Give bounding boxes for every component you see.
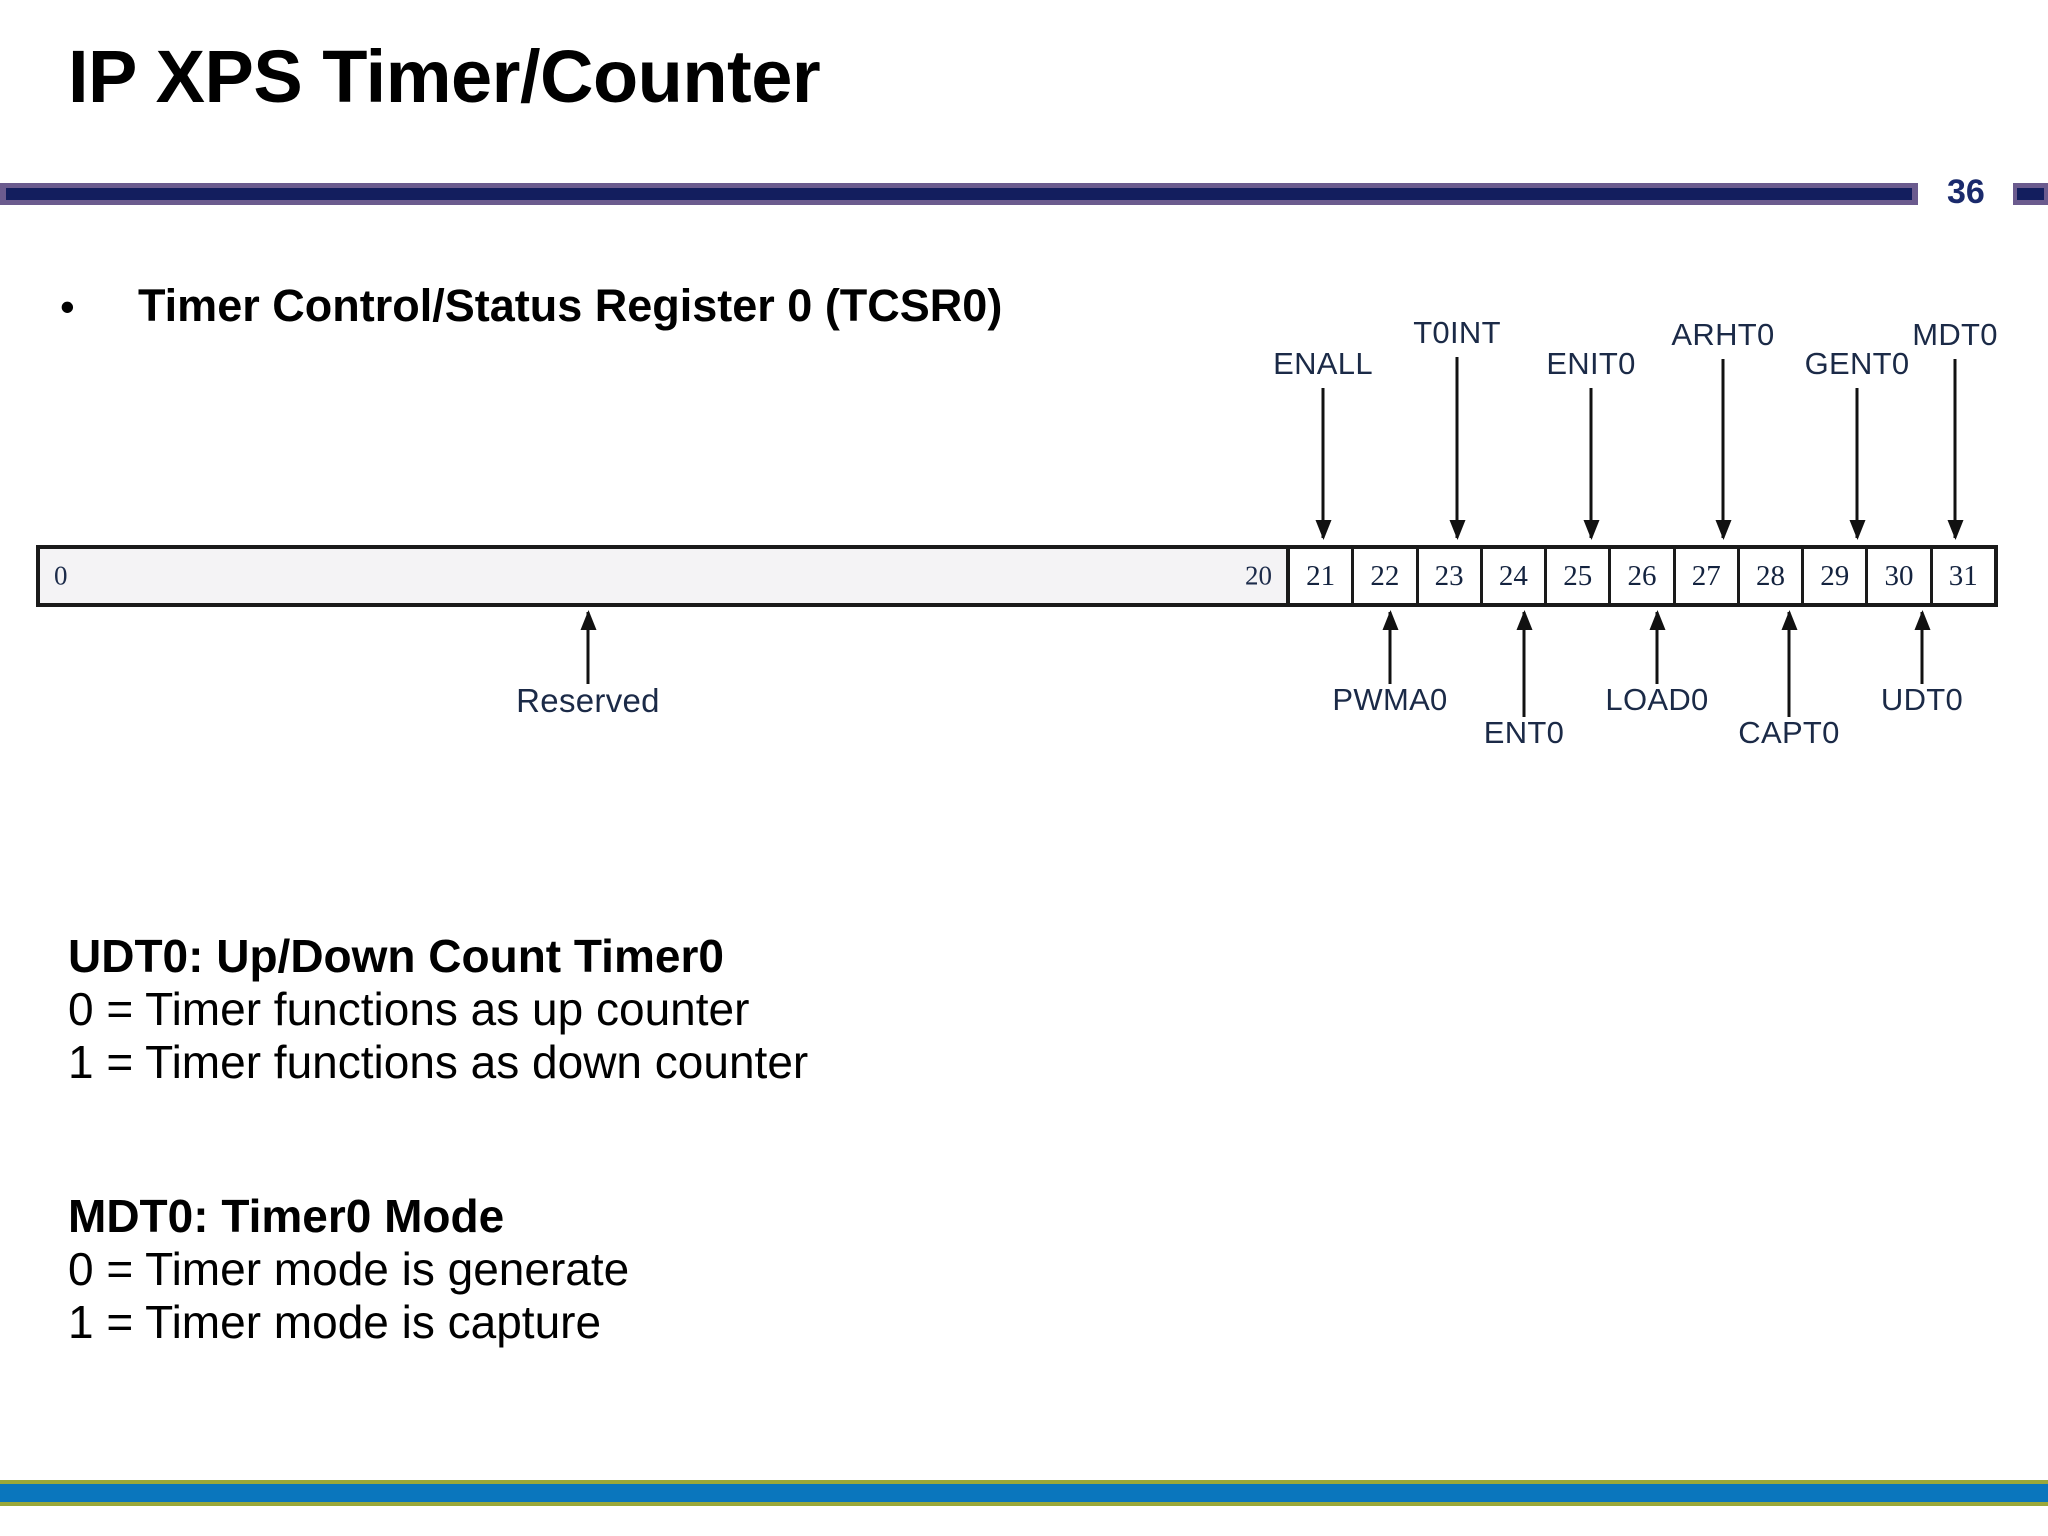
reserved-start-bit: 0	[54, 560, 68, 591]
bitfield-top-arrow-mdt0	[1953, 359, 1957, 538]
header-divider-inner	[6, 188, 1912, 200]
description-line: 0 = Timer mode is generate	[68, 1242, 630, 1295]
bitfield-top-arrow-enit0	[1589, 388, 1593, 538]
register-bit-cell: 31	[1932, 549, 1994, 603]
register-bit-cell: 23	[1418, 549, 1483, 603]
description-block-udt0: UDT0: Up/Down Count Timer0 0 = Timer fun…	[68, 930, 808, 1089]
description-line: 0 = Timer functions as up counter	[68, 982, 750, 1035]
register-reserved-field: 0 20	[40, 549, 1290, 603]
register-bit-cell: 22	[1354, 549, 1419, 603]
bitfield-top-label-enall: ENALL	[1273, 346, 1373, 381]
bitfield-top-arrow-arht0	[1721, 359, 1725, 538]
bitfield-bottom-arrow-ent0	[1522, 612, 1526, 717]
bitfield-bottom-arrow-pwma0	[1388, 612, 1392, 684]
bitfield-top-label-arht0: ARHT0	[1671, 317, 1775, 352]
reserved-end-bit: 20	[1245, 560, 1272, 591]
page-number-tick-inner	[2017, 188, 2044, 200]
bitfield-top-label-mdt0: MDT0	[1912, 317, 1998, 352]
register-bit-cell: 28	[1739, 549, 1805, 603]
bitfield-top-label-gent0: GENT0	[1804, 346, 1910, 381]
bitfield-bottom-arrow-reserved	[586, 612, 590, 684]
bitfield-top-arrow-t0int	[1455, 357, 1459, 538]
bitfield-bottom-label-pwma0: PWMA0	[1332, 682, 1448, 717]
register-bitfield-diagram: ENALL T0INT ENIT0 ARHT0 GENT0 MDT0 0 20 …	[0, 315, 2048, 790]
bitfield-bottom-arrow-load0	[1655, 612, 1659, 684]
register-bit-cell: 24	[1482, 549, 1548, 603]
description-line: 1 = Timer functions as down counter	[68, 1035, 809, 1088]
footer-divider-inner	[0, 1484, 2048, 1502]
description-block-mdt0: MDT0: Timer0 Mode 0 = Timer mode is gene…	[68, 1190, 629, 1349]
bitfield-top-label-t0int: T0INT	[1413, 315, 1501, 350]
bitfield-bottom-label-reserved: Reserved	[516, 682, 660, 719]
bitfield-bottom-label-udt0: UDT0	[1880, 682, 1964, 717]
register-bit-cell: 30	[1868, 549, 1933, 603]
bitfield-top-arrow-enall	[1321, 388, 1325, 538]
register-bit-cell: 21	[1290, 549, 1355, 603]
bullet-item-tcsr0: • Timer Control/Status Register 0 (TCSR0…	[60, 283, 1002, 328]
page-title: IP XPS Timer/Counter	[68, 35, 821, 118]
page-number: 36	[1947, 173, 1985, 211]
bitfield-top-label-enit0: ENIT0	[1546, 346, 1636, 381]
bitfield-bottom-label-ent0: ENT0	[1483, 715, 1565, 750]
bullet-label: Timer Control/Status Register 0 (TCSR0)	[138, 280, 1003, 331]
bitfield-top-arrow-gent0	[1855, 388, 1859, 538]
description-heading: UDT0: Up/Down Count Timer0	[68, 930, 724, 982]
page-number-tick-bar	[2013, 183, 2048, 205]
description-line: 1 = Timer mode is capture	[68, 1295, 602, 1348]
footer-divider-bar	[0, 1480, 2048, 1506]
register-box: 0 20 21 22 23 24 25 26 27 28 29 30 31	[36, 545, 1998, 607]
bitfield-bottom-label-load0: LOAD0	[1605, 682, 1709, 717]
register-bit-cell: 27	[1675, 549, 1740, 603]
header-divider-bar	[0, 183, 1918, 205]
bitfield-bottom-arrow-capt0	[1787, 612, 1791, 717]
bullet-marker-icon: •	[60, 283, 75, 330]
register-bit-cell: 25	[1547, 549, 1612, 603]
register-bit-cell: 26	[1611, 549, 1676, 603]
bitfield-bottom-arrow-udt0	[1920, 612, 1924, 684]
description-heading: MDT0: Timer0 Mode	[68, 1190, 505, 1242]
register-bit-cell: 29	[1804, 549, 1869, 603]
bitfield-bottom-label-capt0: CAPT0	[1738, 715, 1840, 750]
